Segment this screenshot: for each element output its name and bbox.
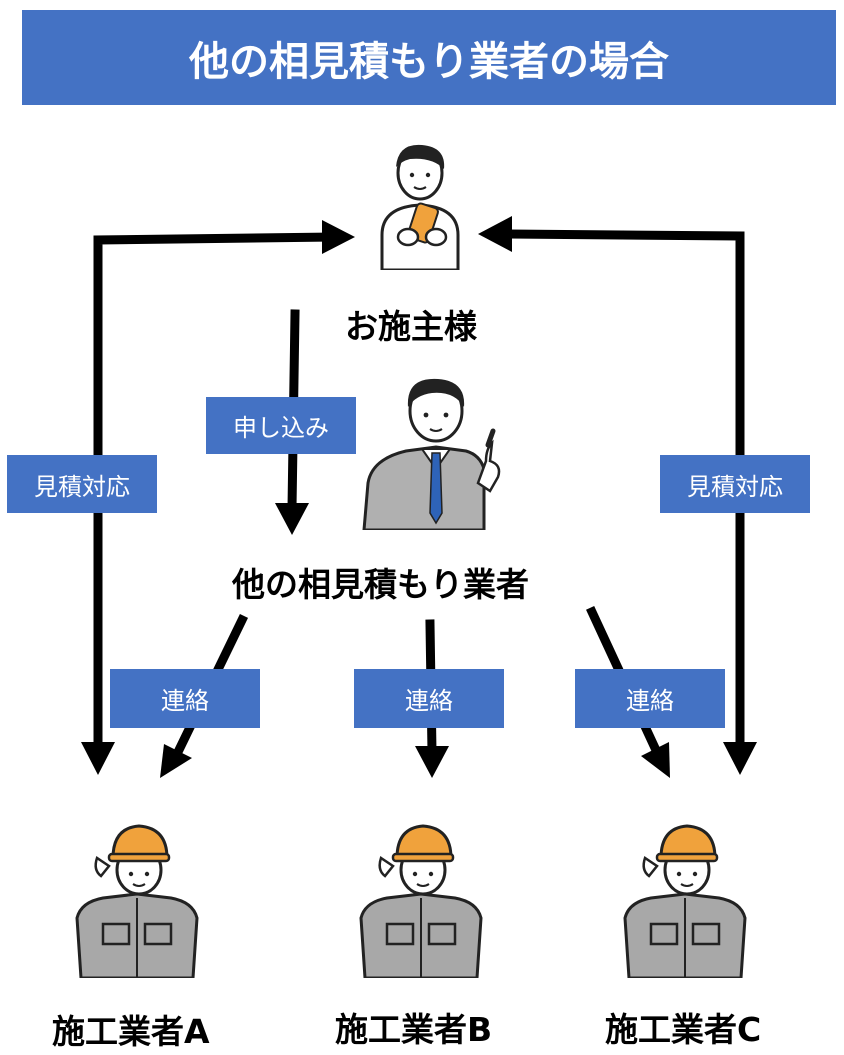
arrowhead-contact-a	[160, 744, 192, 778]
worker-b-helmet-icon	[359, 824, 483, 978]
broker-businessman-icon	[362, 378, 501, 530]
arrowhead-right-down	[723, 742, 757, 775]
arrowhead-left-down	[81, 742, 115, 775]
contractor-b-label: 施工業者B	[335, 1010, 493, 1049]
worker-a-helmet-icon	[75, 824, 199, 978]
edge-label-contact-a: 連絡	[110, 669, 260, 728]
arrow-quote-left	[93, 232, 335, 755]
edge-label-quote-right: 見積対応	[660, 455, 810, 513]
client-label: お施主様	[345, 307, 477, 346]
edge-label-apply: 申し込み	[206, 397, 356, 454]
arrow-quote-right	[505, 229, 745, 755]
contractor-a-label: 施工業者A	[52, 1012, 210, 1051]
arrowhead-contact-c	[641, 742, 670, 778]
contractor-c-label: 施工業者C	[605, 1010, 762, 1049]
arrowhead-apply	[275, 503, 309, 535]
diagram-title: 他の相見積もり業者の場合	[22, 10, 836, 105]
arrowhead-left-up	[322, 220, 355, 254]
edge-label-quote-left: 見積対応	[7, 455, 157, 513]
worker-c-helmet-icon	[623, 824, 747, 978]
edge-label-contact-c: 連絡	[575, 669, 725, 728]
arrowhead-contact-b	[415, 746, 449, 778]
broker-label: 他の相見積もり業者	[232, 565, 529, 604]
edge-label-contact-b: 連絡	[354, 669, 504, 728]
client-person-with-phone-icon	[380, 144, 460, 270]
arrowhead-right-up	[478, 216, 512, 252]
